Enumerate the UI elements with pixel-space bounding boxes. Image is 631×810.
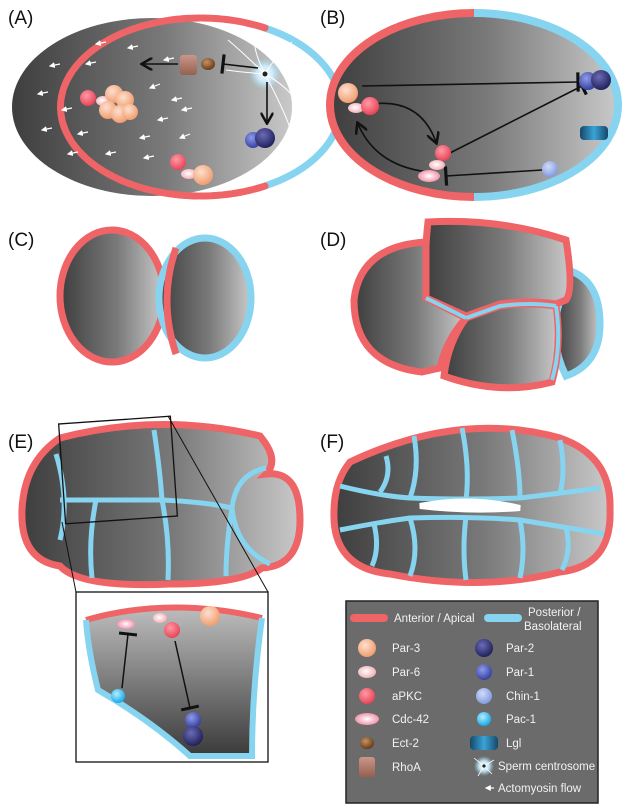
svg-text:Pac-1: Pac-1	[506, 714, 536, 726]
panel-d-label: (D)	[320, 230, 346, 251]
sperm-centrosome-a	[225, 29, 297, 129]
inset-cdc42	[117, 619, 135, 629]
svg-text:Par-6: Par-6	[392, 667, 420, 679]
inset-apical	[85, 604, 263, 623]
blastomere-ab	[56, 226, 168, 366]
inset-basolateral	[83, 617, 265, 759]
blastomere-p1	[155, 234, 255, 362]
par2-molecule-b	[591, 70, 611, 90]
svg-text:Posterior /: Posterior /	[528, 607, 581, 619]
legend-actomyosin-flow: Actomyosin flow	[484, 783, 582, 795]
inset-par3	[200, 606, 220, 626]
centrosome-inhibits-ect2	[220, 54, 259, 74]
svg-text:Cdc-42: Cdc-42	[392, 714, 429, 726]
svg-text:Par-3: Par-3	[392, 643, 420, 655]
svg-text:Ect-2: Ect-2	[392, 738, 419, 750]
inset-par1	[185, 712, 201, 728]
svg-text:Basolateral: Basolateral	[524, 621, 582, 633]
panel-e: (E)	[8, 415, 304, 763]
par2-molecule-a	[255, 128, 275, 148]
cell-contact-c	[163, 246, 180, 356]
zygote-cell	[12, 18, 292, 196]
legend-anterior: Anterior / Apical	[350, 613, 475, 625]
zoom-box	[57, 415, 179, 525]
cortical-par-complex-a	[170, 154, 213, 185]
legend-par1: Par-1	[476, 664, 534, 680]
anterior-cortex-b	[326, 9, 475, 201]
par-complex-b	[338, 83, 379, 115]
legend-par3: Par-3	[358, 639, 420, 657]
apkc-inhibits-par2	[361, 72, 580, 92]
panel-c-label: (C)	[8, 230, 34, 251]
cdc42-inhibits-par2	[443, 76, 588, 157]
legend-cdc42: Cdc-42	[355, 713, 429, 726]
actomyosin-flow-arrows	[36, 40, 193, 161]
panel-b-label: (B)	[320, 8, 345, 29]
legend-chin1: Chin-1	[476, 688, 540, 704]
posterior-cortex-b	[473, 9, 622, 201]
legend: Anterior / Apical Posterior / Basolatera…	[345, 600, 599, 804]
lgl-molecule-b	[580, 126, 608, 140]
inset-par6	[153, 613, 167, 623]
pac1-inhibits-cdc42	[118, 631, 138, 689]
legend-ect2: Ect-2	[360, 737, 419, 750]
legend-box	[345, 600, 599, 804]
legend-apkc: aPKC	[359, 688, 422, 704]
zoom-line-right	[167, 415, 269, 593]
panel-f-label: (F)	[320, 432, 344, 453]
svg-text:Lgl: Lgl	[506, 738, 521, 750]
panel-b: (B)	[320, 8, 622, 201]
zygote-cell-b	[330, 13, 618, 197]
inset-apkc	[164, 622, 180, 638]
svg-text:RhoA: RhoA	[392, 762, 421, 774]
legend-sperm-centrosome: Sperm centrosome	[473, 756, 595, 777]
inset-pac1	[111, 689, 125, 703]
apkc-to-cdc42-arrow	[371, 102, 436, 142]
rhoa-molecule	[180, 55, 197, 75]
panel-c: (C)	[8, 226, 255, 366]
basolateral-membranes-e	[53, 429, 272, 581]
legend-par2: Par-2	[475, 639, 534, 657]
panel-e-label: (E)	[8, 432, 33, 453]
cdc42-to-par-arrow	[358, 124, 429, 173]
lumen-f	[419, 498, 521, 513]
par-complex-cluster-a	[80, 85, 138, 123]
svg-text:Anterior / Apical: Anterior / Apical	[394, 613, 475, 625]
legend-par6: Par-6	[358, 666, 420, 679]
svg-text:Chin-1: Chin-1	[506, 691, 540, 703]
cdc42-complex-b	[418, 145, 451, 182]
inset-cell	[86, 607, 262, 756]
legend-pac1: Pac-1	[477, 712, 536, 726]
legend-rhoa: RhoA	[359, 757, 421, 777]
legend-posterior: Posterior / Basolateral	[484, 607, 582, 633]
ect2-molecule	[201, 58, 215, 70]
basolateral-d	[425, 296, 561, 381]
chin1-molecule-b	[542, 161, 558, 177]
svg-text:aPKC: aPKC	[392, 691, 422, 703]
zoom-line-left	[61, 521, 77, 593]
basolateral-membranes-f	[339, 427, 605, 581]
panel-a: (A)	[8, 8, 345, 200]
chin1-inhibits-cdc42	[443, 166, 543, 186]
apkc-inhibits-par-e	[174, 640, 200, 712]
svg-text:Par-2: Par-2	[506, 643, 534, 655]
legend-lgl: Lgl	[470, 736, 521, 750]
panel-a-label: (A)	[8, 8, 33, 29]
panel-d: (D)	[320, 217, 604, 392]
svg-text:Par-1: Par-1	[506, 667, 534, 679]
anterior-cortex	[57, 14, 269, 200]
panel-f: (F)	[320, 424, 614, 586]
svg-text:Actomyosin flow: Actomyosin flow	[498, 783, 582, 795]
inset-par2	[183, 726, 203, 746]
svg-text:Sperm centrosome: Sperm centrosome	[498, 761, 595, 773]
